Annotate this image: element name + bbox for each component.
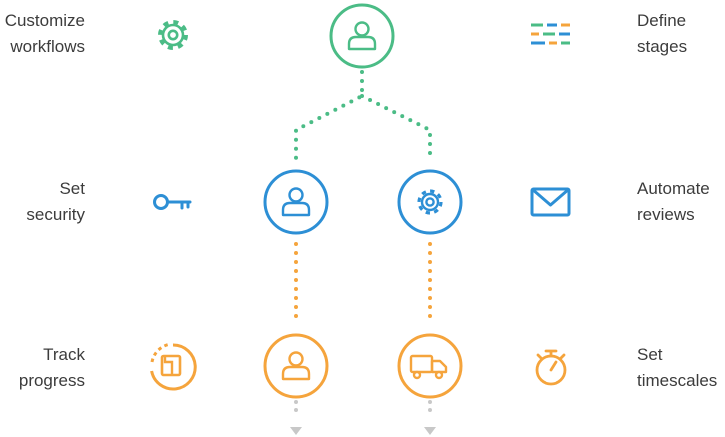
user-icon <box>281 187 311 217</box>
gear-icon <box>158 20 188 50</box>
label-set-timescales: Set timescales <box>637 345 718 390</box>
bottom-right-node <box>397 333 463 399</box>
label-customize-workflows: Customize workflows <box>4 11 85 56</box>
gear-icon <box>417 189 443 215</box>
user-icon <box>347 21 377 51</box>
top-node <box>329 3 395 69</box>
label-track-progress: Track progress <box>18 345 85 390</box>
stages-icon <box>531 23 570 45</box>
arrow-down-icon <box>424 427 436 435</box>
connectors <box>294 70 432 418</box>
label-define-stages: Define stages <box>637 11 688 56</box>
stopwatch-icon <box>535 349 567 386</box>
envelope-icon <box>530 187 571 217</box>
bottom-left-node <box>263 333 329 399</box>
user-icon <box>281 351 311 381</box>
connector-top-to-mid-left <box>294 70 364 162</box>
label-automate-reviews: Automate reviews <box>637 179 710 224</box>
label-set-security: Set security <box>26 179 85 224</box>
mid-left-node <box>263 169 329 235</box>
truck-icon <box>409 354 448 380</box>
package-icon <box>150 342 197 391</box>
arrow-down-icon <box>290 427 302 435</box>
mid-right-node <box>397 169 463 235</box>
connector-top-to-mid-right <box>360 94 432 162</box>
key-icon <box>153 194 192 210</box>
